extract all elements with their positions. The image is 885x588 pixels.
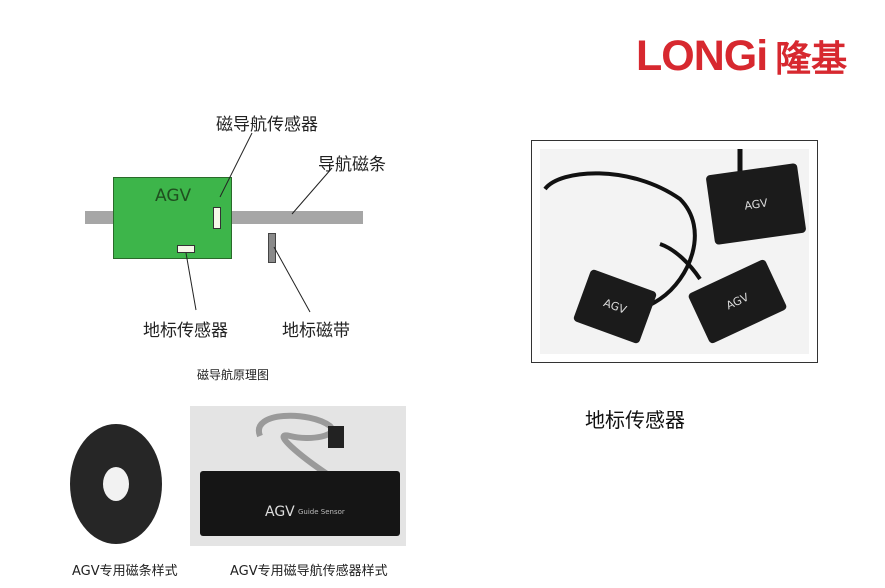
logo-text-en: LONGi [636,31,768,80]
tape-caption: AGV专用磁条样式 [72,564,178,579]
company-logo: LONGi 隆基 [636,30,847,82]
landmark-sensor-marker [177,245,195,253]
label-landmark-tape: 地标磁带 [282,321,350,341]
label-nav-sensor: 磁导航传感器 [216,115,318,135]
logo-text-cn: 隆基 [775,39,848,80]
landmark-tape-marker [268,233,276,263]
landmark-sensor-1: AGV [705,162,807,246]
sensor-brand-label: AGV [601,296,629,317]
sensor-brand-label: AGV [743,195,769,213]
diagram-caption: 磁导航原理图 [197,368,270,382]
magnetic-tape-roll-photo [70,420,162,548]
label-landmark-sensor: 地标传感器 [143,321,228,341]
guide-sensor-brand: AGV [265,504,295,520]
right-photo-caption: 地标传感器 [585,408,685,432]
guide-sensor-photo: AGV Guide Sensor [190,406,406,546]
ribbon-cable [255,412,344,479]
label-nav-strip: 导航磁条 [318,155,386,175]
leader-lines [185,132,333,313]
sensor-brand-label: AGV [724,290,751,313]
landmark-sensor-photo: AGV AGV AGV [531,140,818,363]
guide-sensor-subtitle: Guide Sensor [298,508,345,516]
nav-sensor-marker [213,207,221,229]
agv-body [113,177,232,259]
agv-label: AGV [155,186,192,206]
guide-sensor-caption: AGV专用磁导航传感器样式 [230,564,388,579]
